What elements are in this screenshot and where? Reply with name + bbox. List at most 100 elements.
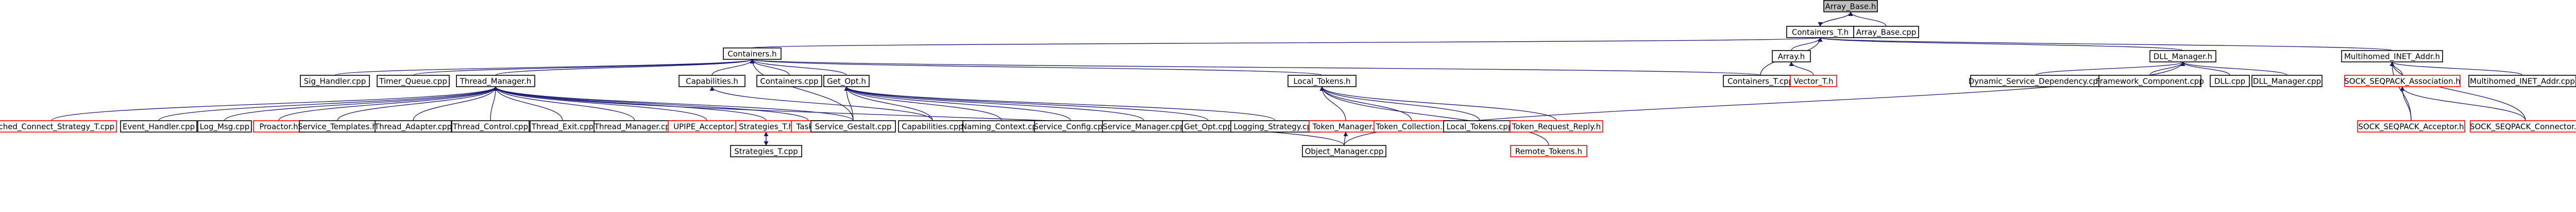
node-object-manager-cpp[interactable]: Object_Manager.cpp — [1302, 145, 1386, 157]
node-service-templates-h[interactable]: Service_Templates.h — [298, 120, 377, 133]
node-token-manager-h[interactable]: Token_Manager.h — [1309, 120, 1383, 133]
node-thread-adapter-cpp[interactable]: Thread_Adapter.cpp — [374, 120, 452, 133]
node-sig-handler-cpp[interactable]: Sig_Handler.cpp — [300, 75, 370, 87]
node-service-manager-cpp[interactable]: Service_Manager.cpp — [1102, 120, 1185, 133]
node-box — [679, 75, 745, 87]
node-label: Get_Opt.h — [827, 77, 866, 87]
node-dynamic-service-dependency-cpp[interactable]: Dynamic_Service_Dependency.cpp — [1969, 75, 2103, 87]
node-label: SOCK_SEQPACK_Connector.h — [2470, 122, 2576, 132]
edge-containers_h-to-sig_handler_cpp — [334, 59, 755, 76]
edge-containers_h-to-service_gestalt_cpp — [750, 59, 854, 121]
edge-containers_h-to-containers_t_cpp — [750, 59, 1761, 76]
node-thread-exit-cpp[interactable]: Thread_Exit.cpp — [530, 120, 596, 133]
node-dll-manager-h[interactable]: DLL_Manager.h — [2149, 50, 2216, 62]
edge-dll_manager_h-to-dynamic_service_dependency_cpp — [2035, 61, 2185, 76]
node-proactor-h[interactable]: Proactor.h — [253, 120, 304, 133]
node-upipe-acceptor-h[interactable]: UPIPE_Acceptor.h — [668, 120, 746, 133]
edge-containers_t_h-to-multihomed_inet_addr_h — [1818, 37, 2393, 51]
node-capabilities-h[interactable]: Capabilities.h — [679, 75, 745, 87]
node-box — [1510, 145, 1587, 157]
node-label: Array_Base.h — [1825, 2, 1876, 12]
node-thread-manager-cpp[interactable]: Thread_Manager.cpp — [594, 120, 676, 133]
edge-get_opt_h-to-service_manager_cpp — [844, 86, 1144, 121]
node-multihomed-inet-addr-cpp[interactable]: Multihomed_INET_Addr.cpp — [2468, 75, 2576, 87]
edge-thread_manager_h-to-event_handler_cpp — [158, 86, 498, 121]
node-box — [0, 120, 117, 133]
node-label: Containers_T.cpp — [1727, 77, 1793, 87]
node-containers-cpp[interactable]: Containers.cpp — [756, 75, 822, 87]
node-box — [2470, 120, 2576, 133]
node-label: Token_Request_Reply.h — [1512, 122, 1601, 132]
edge-dll_manager_h-to-object_manager_cpp — [1344, 61, 2185, 146]
edge-local_tokens_h-to-token_collection_h — [1319, 86, 1412, 121]
node-label: Service_Templates.h — [298, 122, 377, 132]
node-label: DLL_Manager.h — [2154, 52, 2212, 62]
node-label: Dynamic_Service_Dependency.cpp — [1969, 77, 2103, 87]
node-log-msg-cpp[interactable]: Log_Msg.cpp — [197, 120, 252, 133]
node-service-gestalt-cpp[interactable]: Service_Gestalt.cpp — [810, 120, 896, 133]
node-box — [197, 120, 252, 133]
edge-local_tokens_h-to-remote_tokens_h — [1319, 86, 1549, 146]
node-label: Framework_Component.cpp — [2096, 77, 2204, 87]
node-sock-seqpack-connector-h[interactable]: SOCK_SEQPACK_Connector.h — [2470, 120, 2576, 133]
node-naming-context-cpp[interactable]: Naming_Context.cpp — [961, 120, 1042, 133]
node-array-h[interactable]: Array.h — [1772, 50, 1811, 62]
node-dll-manager-cpp[interactable]: DLL_Manager.cpp — [2251, 75, 2323, 87]
node-box — [2149, 50, 2216, 62]
node-logging-strategy-cpp[interactable]: Logging_Strategy.cpp — [1230, 120, 1320, 133]
node-label: Containers.cpp — [760, 77, 818, 86]
node-label: DLL.cpp — [2214, 77, 2245, 86]
node-service-config-cpp[interactable]: Service_Config.cpp — [1033, 120, 1108, 133]
node-box — [2341, 50, 2443, 62]
node-sock-seqpack-acceptor-h[interactable]: SOCK_SEQPACK_Acceptor.h — [2357, 120, 2465, 133]
node-box — [810, 120, 896, 133]
edge-thread_manager_h-to-thread_exit_cpp — [493, 86, 563, 121]
node-thread-manager-h[interactable]: Thread_Manager.h — [456, 75, 535, 87]
node-get-opt-h[interactable]: Get_Opt.h — [823, 75, 870, 87]
edge-get_opt_h-to-get_opt_cpp — [844, 86, 1209, 121]
node-get-opt-cpp[interactable]: Get_Opt.cpp — [1182, 120, 1234, 133]
node-label: Event_Handler.cpp — [123, 122, 195, 132]
node-label: Logging_Strategy.cpp — [1233, 122, 1316, 132]
node-label: Thread_Adapter.cpp — [374, 122, 452, 132]
node-label: SOCK_SEQPACK_Acceptor.h — [2358, 122, 2464, 132]
node-sock-seqpack-association-h[interactable]: SOCK_SEQPACK_Association.h — [2344, 75, 2461, 87]
node-array-base-cpp[interactable]: Array_Base.cpp — [1853, 26, 1919, 38]
node-cached-connect-strategy-t-cpp[interactable]: Cached_Connect_Strategy_T.cpp — [0, 120, 117, 133]
node-remote-tokens-h[interactable]: Remote_Tokens.h — [1510, 145, 1587, 157]
edge-thread_manager_h-to-service_templates_h — [337, 86, 498, 121]
node-box — [1287, 75, 1357, 87]
edge-get_opt_h-to-logging_strategy_cpp — [844, 86, 1276, 121]
edge-containers_h-to-local_tokens_h — [750, 59, 1323, 76]
node-token-collection-h[interactable]: Token_Collection.h — [1374, 120, 1450, 133]
node-containers-t-h[interactable]: Containers_T.h — [1786, 26, 1854, 38]
node-thread-control-cpp[interactable]: Thread_Control.cpp — [451, 120, 530, 133]
node-box — [2357, 120, 2465, 133]
node-label: Naming_Context.cpp — [961, 122, 1042, 132]
node-framework-component-cpp[interactable]: Framework_Component.cpp — [2096, 75, 2204, 87]
node-event-handler-cpp[interactable]: Event_Handler.cpp — [120, 120, 197, 133]
node-box — [1823, 0, 1878, 12]
node-box — [2344, 75, 2461, 87]
node-capabilities-cpp[interactable]: Capabilities.cpp — [898, 120, 967, 133]
node-containers-t-cpp[interactable]: Containers_T.cpp — [1723, 75, 1798, 87]
node-containers-h[interactable]: Containers.h — [723, 47, 782, 60]
node-label: Vector_T.h — [1794, 77, 1834, 87]
node-vector-t-h[interactable]: Vector_T.h — [1790, 75, 1837, 87]
edge-thread_manager_h-to-proactor_h — [278, 86, 498, 121]
node-timer-queue-cpp[interactable]: Timer_Queue.cpp — [377, 75, 450, 87]
node-label: DLL_Manager.cpp — [2253, 77, 2321, 87]
node-box — [456, 75, 535, 87]
node-local-tokens-h[interactable]: Local_Tokens.h — [1287, 75, 1357, 87]
node-local-tokens-cpp[interactable]: Local_Tokens.cpp — [1443, 120, 1516, 133]
node-label: Token_Collection.h — [1376, 122, 1448, 132]
node-strategies-t-h[interactable]: Strategies_T.h — [735, 120, 797, 133]
node-dll-cpp[interactable]: DLL.cpp — [2210, 75, 2250, 87]
edge-get_opt_h-to-capabilities_cpp — [844, 86, 933, 121]
node-label: Strategies_T.h — [739, 122, 793, 132]
node-strategies-t-cpp[interactable]: Strategies_T.cpp — [730, 145, 802, 157]
node-box — [756, 75, 822, 87]
node-multihomed-inet-addr-h[interactable]: Multihomed_INET_Addr.h — [2341, 50, 2443, 62]
node-token-request-reply-h[interactable]: Token_Request_Reply.h — [1510, 120, 1603, 133]
